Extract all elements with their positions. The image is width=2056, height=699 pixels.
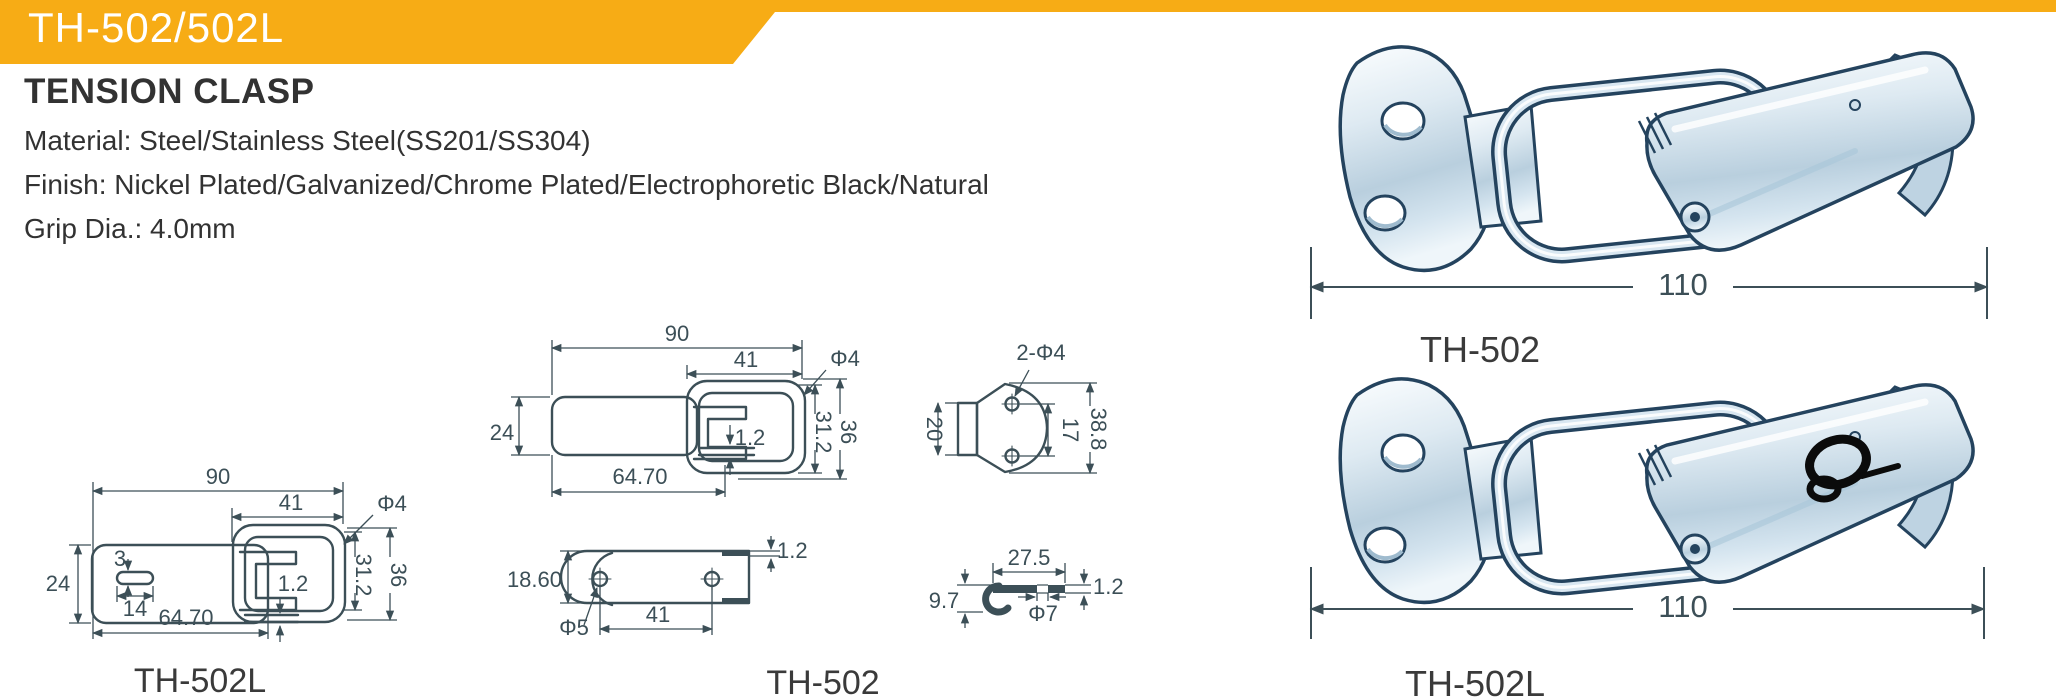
- dim-overall-width: 36: [836, 420, 861, 444]
- dim-overall-width: 36: [386, 563, 411, 587]
- model-number-title: TH-502/502L: [28, 4, 285, 51]
- spec-finish: Finish: Nickel Plated/Galvanized/Chrome …: [24, 169, 989, 200]
- drawing-catch-side-view: 27.5 9.7 1.2 Φ7: [929, 545, 1124, 628]
- dim-wire-thickness: 1.2: [735, 425, 766, 450]
- product-name: TENSION CLASP: [24, 72, 315, 111]
- padlock-eye: [1805, 434, 1901, 503]
- dim-length: 27.5: [1008, 545, 1051, 570]
- th502-dimensions: [511, 340, 847, 497]
- photo-th502: 110: [1309, 47, 1989, 319]
- dim-hole-spacing: 41: [646, 602, 670, 627]
- dim-loop-length: 41: [734, 347, 758, 372]
- dim-grip-diameter: Φ4: [830, 346, 860, 371]
- dim-loop-width: 31.2: [811, 411, 836, 454]
- photo-th502l-dimension: [1309, 567, 1986, 639]
- dim-hole-count: 2-Φ4: [1016, 340, 1065, 365]
- photo-th502l: 110: [1309, 379, 1986, 639]
- photo-label-th502: TH-502: [1419, 329, 1541, 370]
- th502l-dimensions: [69, 482, 397, 642]
- drawing-catch-front-view: 2-Φ4 20 17 38.8: [922, 340, 1111, 475]
- dim-thickness: 1.2: [1093, 574, 1124, 599]
- photo-label-th502l: TH-502L: [1404, 663, 1546, 699]
- dim-plate-width: 18.60: [507, 567, 562, 592]
- product-photos: 110 110: [1309, 25, 1989, 639]
- catch-front-outline: [956, 382, 1049, 474]
- th502-outline: [550, 379, 807, 475]
- dim-width: 20: [922, 417, 947, 441]
- dim-overall-length: 110: [1658, 589, 1707, 624]
- base-plate-dimensions: [560, 536, 780, 635]
- product-intro: TENSION CLASP Material: Steel/Stainless …: [24, 72, 989, 251]
- drawing-th502l-top-view: 90 41 Φ4 3 14 24 1.2 64.70 31.2 36: [46, 464, 411, 642]
- dim-overall-length: 90: [665, 321, 689, 346]
- drawing-th502-base-view: 18.60 Φ5 41 1.2: [507, 536, 808, 640]
- dim-hook-diameter: Φ7: [1028, 601, 1058, 626]
- drawing-th502-top-view: 90 41 Φ4 24 1.2 64.70 31.2 36: [490, 321, 861, 497]
- dim-slot-height: 3: [114, 546, 126, 571]
- dim-plate-width: 24: [490, 420, 514, 445]
- dim-hole-spacing: 17: [1058, 418, 1083, 442]
- drawing-label-th502l: TH-502L: [133, 662, 267, 699]
- mount-tab-bottom: [722, 598, 749, 603]
- base-plate-outline: [559, 549, 751, 607]
- dim-wire-thickness: 1.2: [278, 571, 309, 596]
- dim-slot-width: 14: [123, 596, 147, 621]
- dim-loop-length: 41: [279, 490, 303, 515]
- dim-height: 38.8: [1086, 408, 1111, 451]
- dim-overall-length: 90: [206, 464, 230, 489]
- th502l-outline: [90, 523, 347, 625]
- spec-grip: Grip Dia.: 4.0mm: [24, 213, 236, 244]
- drawing-label-th502: TH-502: [766, 664, 880, 699]
- dim-plate-width: 24: [46, 571, 70, 596]
- dim-plate-length: 64.70: [158, 605, 213, 630]
- catch-side-outline: [982, 582, 1065, 616]
- mount-tab-top: [722, 551, 749, 556]
- catch-side-dimensions: [957, 563, 1091, 628]
- dim-plate-length: 64.70: [612, 464, 667, 489]
- catch-front-dimensions: [933, 369, 1097, 475]
- dim-loop-width: 31.2: [351, 554, 376, 597]
- dim-height: 9.7: [929, 588, 960, 613]
- spec-material: Material: Steel/Stainless Steel(SS201/SS…: [24, 125, 591, 156]
- dim-grip-diameter: Φ4: [377, 491, 407, 516]
- dim-overall-length: 110: [1658, 267, 1707, 302]
- dim-hole-diameter: Φ5: [559, 615, 589, 640]
- photo-th502-dimension: [1309, 247, 1989, 319]
- dim-thickness: 1.2: [777, 538, 808, 563]
